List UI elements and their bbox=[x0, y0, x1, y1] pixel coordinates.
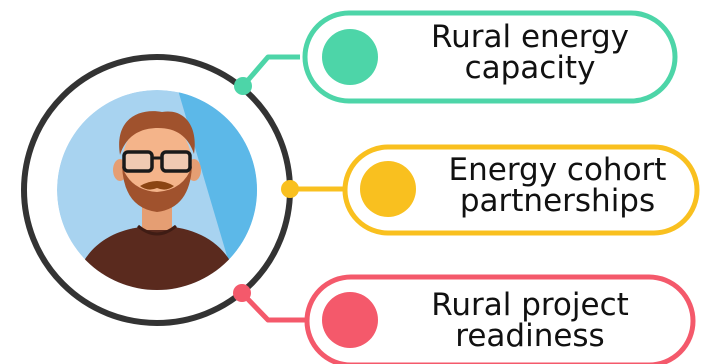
connector-line-3 bbox=[240, 291, 305, 323]
avatar-mustache bbox=[140, 181, 174, 190]
connector-dot-2 bbox=[281, 180, 299, 198]
label-2-line-2: partnerships bbox=[459, 183, 656, 219]
label-3-line-2: readiness bbox=[455, 318, 605, 354]
label-1-line-1: Rural energy bbox=[430, 19, 630, 55]
label-rural-energy-capacity: Rural energy capacity bbox=[385, 22, 675, 84]
connector-line-1 bbox=[241, 54, 300, 88]
pill-1 bbox=[302, 10, 678, 104]
label-1-line-2: capacity bbox=[464, 50, 596, 86]
pill-3 bbox=[304, 274, 696, 364]
mint-dot-icon bbox=[322, 29, 378, 85]
label-rural-project-readiness: Rural project readiness bbox=[385, 290, 675, 352]
avatar-hair bbox=[119, 111, 195, 155]
pill-2 bbox=[342, 144, 700, 236]
connector-dot-3 bbox=[233, 284, 251, 302]
yellow-dot-icon bbox=[360, 161, 416, 217]
label-2-line-1: Energy cohort bbox=[448, 152, 667, 188]
glasses-left-lens bbox=[122, 150, 154, 173]
glasses-right-lens bbox=[160, 150, 192, 173]
avatar-beard bbox=[122, 166, 192, 212]
avatar-collar bbox=[137, 224, 177, 236]
label-3-line-1: Rural project bbox=[431, 287, 629, 323]
red-dot-icon bbox=[322, 292, 378, 348]
connector-dot-1 bbox=[234, 77, 252, 95]
label-energy-cohort-partnerships: Energy cohort partnerships bbox=[420, 155, 695, 217]
